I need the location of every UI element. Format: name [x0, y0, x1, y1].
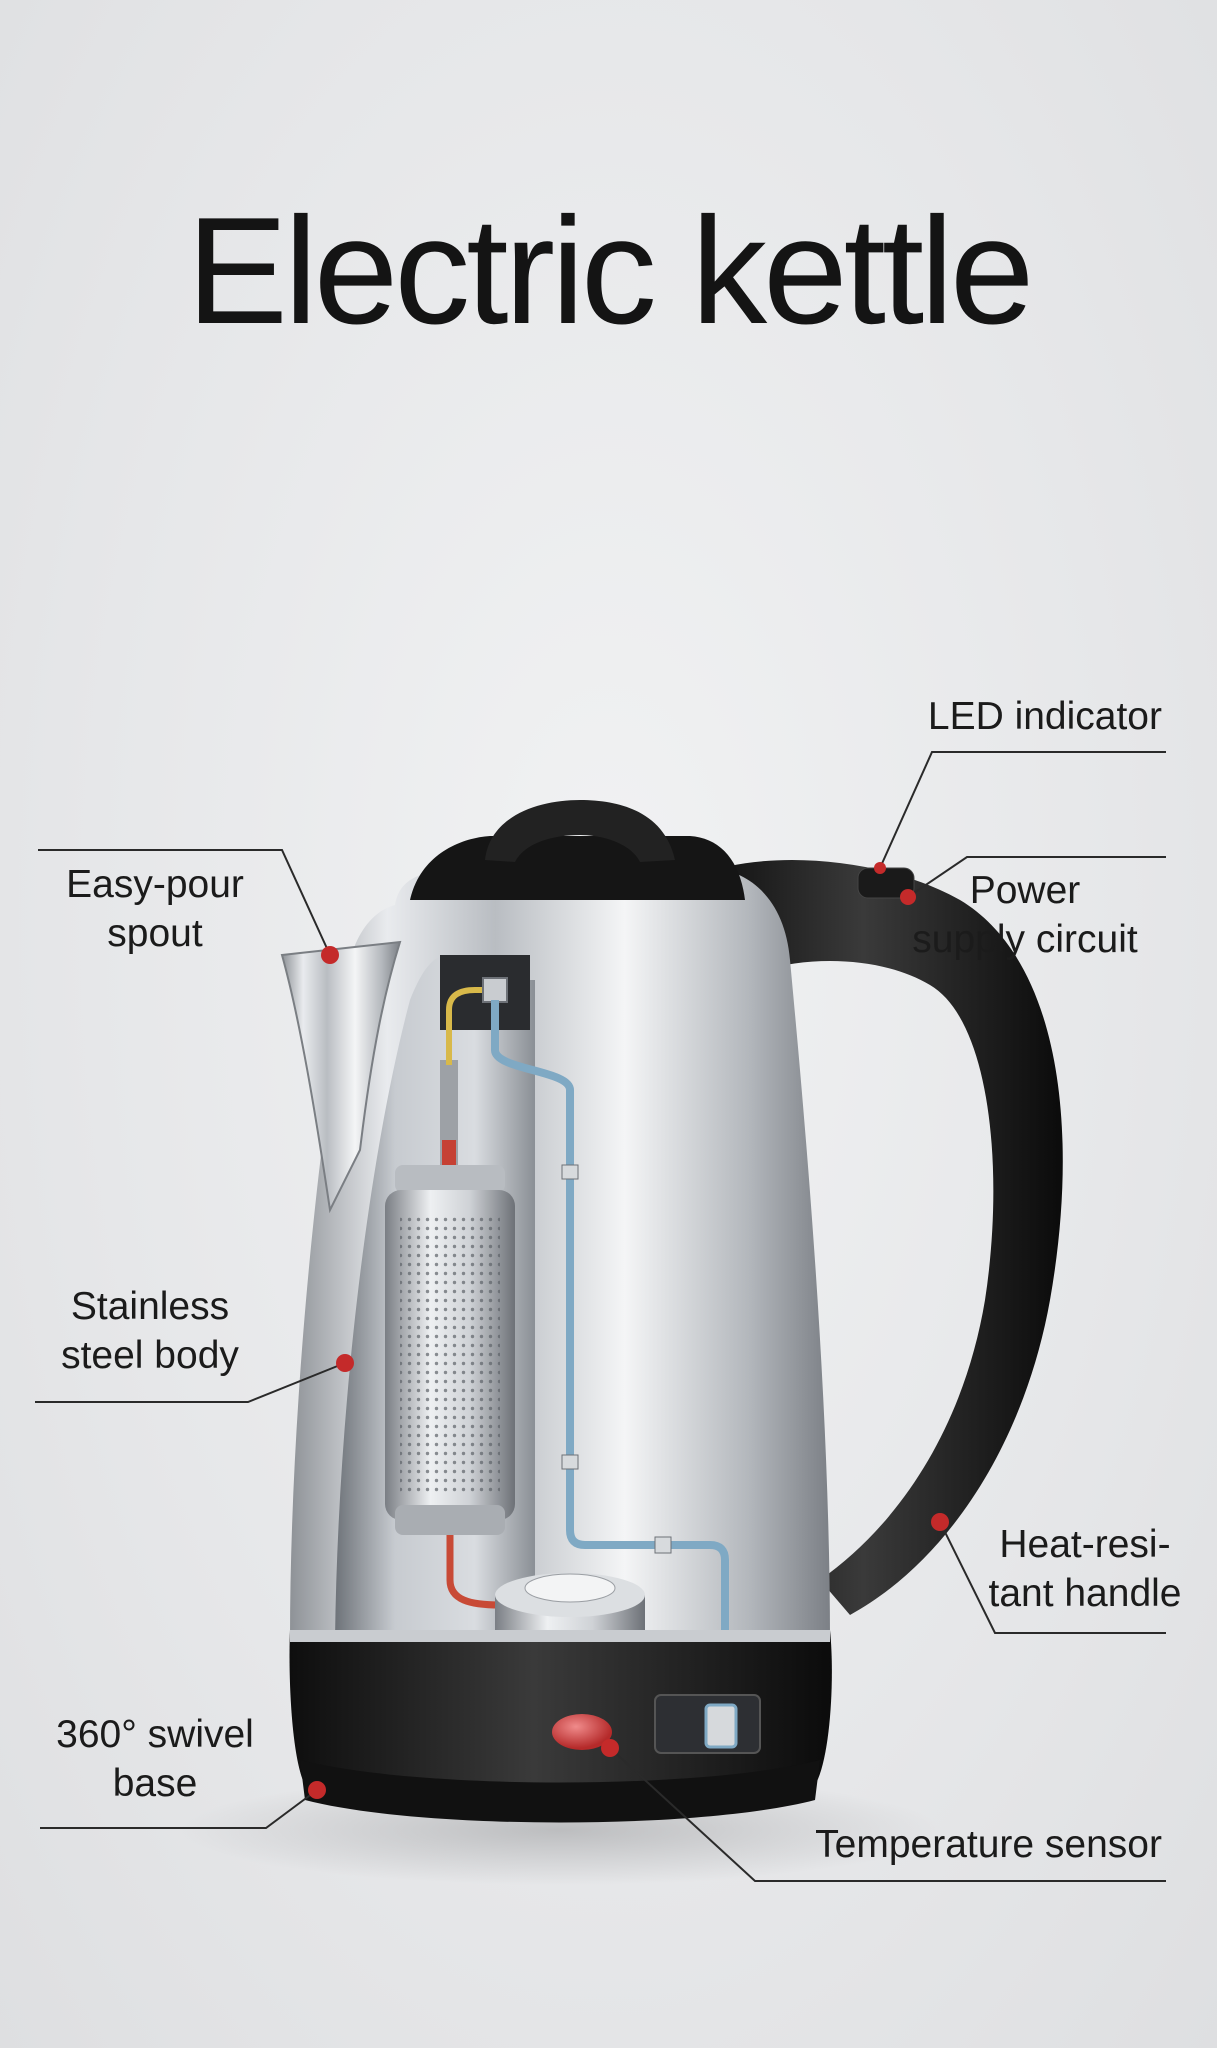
- marker-sensor: [601, 1739, 619, 1757]
- heater-rod-red: [442, 1140, 456, 1168]
- yellow-wire: [446, 987, 495, 1065]
- label-handle-line1: Heat-resi-: [999, 1523, 1171, 1566]
- label-power-line2: supply circuit: [912, 918, 1138, 961]
- lid-knob: [485, 800, 675, 862]
- leader-handle: [939, 1521, 1166, 1634]
- heater-cap-bottom: [395, 1505, 505, 1535]
- leader-led: [879, 751, 1166, 869]
- power-button: [552, 1714, 612, 1750]
- leader-sensor: [609, 1747, 1166, 1882]
- kettle-base: [289, 1630, 832, 1808]
- marker-power: [900, 889, 916, 905]
- diagram-title: Electric kettle: [186, 186, 1035, 356]
- label-body-line2: steel body: [61, 1334, 239, 1377]
- label-base-line2: base: [112, 1762, 198, 1805]
- label-temperature-sensor: Temperature sensor: [815, 1823, 1162, 1866]
- marker-dots: [308, 862, 949, 1799]
- marker-body: [336, 1354, 354, 1372]
- leader-spout: [38, 849, 331, 956]
- label-spout-line1: Easy-pour: [66, 863, 244, 906]
- label-spout-line2: spout: [107, 912, 203, 955]
- leader-base: [40, 1789, 318, 1829]
- label-power-supply-circuit: Power supply circuit: [910, 866, 1140, 964]
- marker-spout: [321, 946, 339, 964]
- label-base-line1: 360° swivel: [56, 1713, 254, 1756]
- leader-power: [907, 856, 1166, 898]
- label-handle-line2: tant handle: [988, 1572, 1182, 1615]
- marker-handle: [931, 1513, 949, 1531]
- kettle-handle: [700, 860, 1063, 1615]
- label-body-line1: Stainless: [70, 1285, 230, 1328]
- label-power-line1: Power: [969, 869, 1081, 912]
- kettle-spout: [280, 940, 402, 1214]
- swivel-base-ring: [300, 1760, 820, 1823]
- label-stainless-steel-body: Stainless steel body: [45, 1282, 255, 1380]
- red-wire: [446, 1535, 501, 1609]
- label-led-indicator: LED indicator: [927, 695, 1162, 738]
- leader-body: [35, 1362, 346, 1403]
- label-swivel-base: 360° swivel base: [45, 1710, 265, 1808]
- marker-base: [308, 1781, 326, 1799]
- marker-led: [874, 862, 886, 874]
- label-easy-pour-spout: Easy-pour spout: [45, 860, 265, 958]
- label-heat-resistant-handle: Heat-resi- tant handle: [985, 1520, 1185, 1618]
- blue-pipe: [491, 1000, 729, 1720]
- kettle-lid: [410, 836, 745, 900]
- heater-cap-top: [395, 1165, 505, 1193]
- leader-lines: [35, 751, 1166, 1882]
